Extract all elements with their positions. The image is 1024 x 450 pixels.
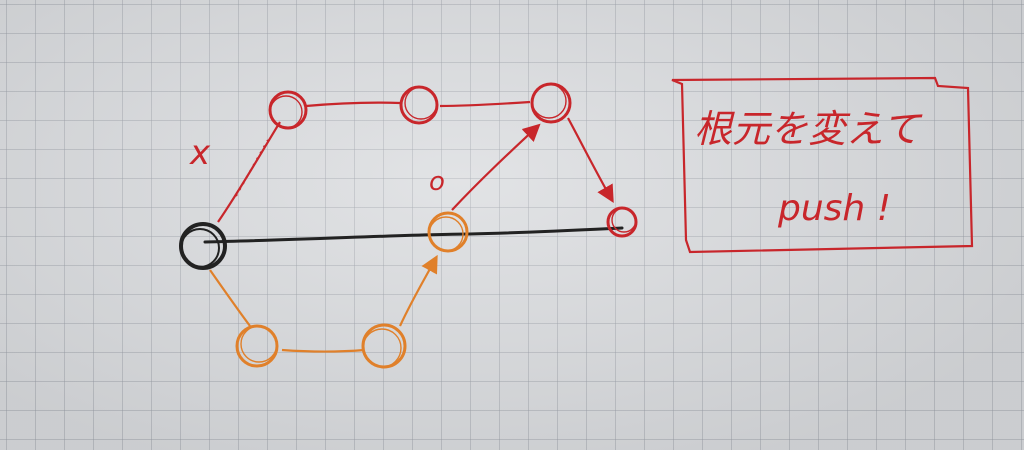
- red-edge-node1-to-node2: [305, 101, 401, 108]
- note-line-1: 根元を変えて: [694, 107, 923, 151]
- orange-node-target: [427, 211, 469, 253]
- orange-node-1: [235, 324, 279, 368]
- red-edge-orange-to-node3: [451, 123, 541, 211]
- red-node-3: [530, 82, 572, 124]
- red-edge-node3-to-tip: [567, 117, 614, 204]
- red-edge-root-to-node1: [217, 121, 281, 223]
- orange-node-target-sketch: [428, 216, 464, 252]
- cross-mark: x: [189, 133, 211, 173]
- red-edge-node2-to-node3: [439, 100, 531, 108]
- orange-node-2-sketch: [362, 328, 402, 368]
- orange-edge-node2-to-target: [399, 254, 438, 327]
- black-line: [203, 226, 624, 244]
- circle-mark: o: [429, 167, 445, 197]
- red-node-1: [268, 90, 308, 130]
- red-node-2-sketch: [404, 86, 438, 120]
- red-node-1-sketch: [269, 95, 303, 129]
- red-node-3-sketch: [531, 83, 567, 119]
- note-line-2: push !: [777, 188, 891, 229]
- red-node-2: [399, 85, 439, 125]
- orange-edge-node1-to-node2: [281, 348, 365, 353]
- orange-edge-root-to-node1: [209, 269, 251, 327]
- orange-node-1-sketch: [240, 325, 278, 363]
- red-node-tip-sketch: [611, 207, 637, 233]
- black-root-node-sketch: [180, 228, 220, 268]
- orange-node-2: [361, 323, 407, 369]
- note-box-border: [671, 76, 974, 254]
- note-box: 根元を変えて push !: [671, 76, 974, 254]
